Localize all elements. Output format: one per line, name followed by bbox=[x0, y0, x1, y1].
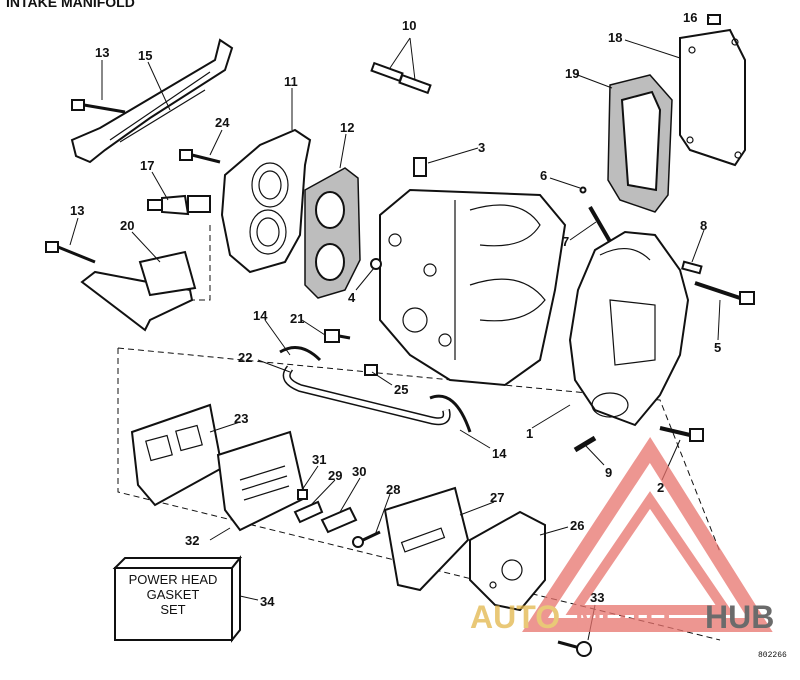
cylinder-head-11 bbox=[220, 128, 312, 274]
label-14b: 14 bbox=[492, 446, 507, 461]
label-23: 23 bbox=[234, 411, 248, 426]
bolt-5 bbox=[694, 281, 755, 305]
label-32: 32 bbox=[185, 533, 199, 548]
plug-4 bbox=[370, 258, 382, 270]
screw-28 bbox=[352, 530, 381, 548]
reed-assembly-outline-top bbox=[117, 347, 721, 553]
label-19: 19 bbox=[565, 66, 579, 81]
check-ball-6 bbox=[579, 186, 587, 194]
label-30: 30 bbox=[352, 464, 366, 479]
label-9: 9 bbox=[605, 465, 612, 480]
exhaust-cover-18 bbox=[679, 28, 746, 167]
label-28: 28 bbox=[386, 482, 400, 497]
pin-9 bbox=[573, 435, 597, 453]
cylinder-block-3 bbox=[379, 188, 567, 387]
label-29: 29 bbox=[328, 468, 342, 483]
screw-16 bbox=[707, 14, 721, 25]
label-17: 17 bbox=[140, 158, 154, 173]
label-7: 7 bbox=[562, 234, 569, 249]
label-33: 33 bbox=[590, 590, 604, 605]
label-27: 27 bbox=[490, 490, 504, 505]
gasket-23 bbox=[130, 403, 224, 507]
pin-8 bbox=[681, 260, 703, 275]
label-18: 18 bbox=[608, 30, 622, 45]
nut-31 bbox=[297, 489, 308, 500]
reed-30 bbox=[320, 506, 358, 534]
exhaust-gasket-19 bbox=[607, 74, 673, 213]
lifting-bracket-15 bbox=[70, 38, 234, 164]
spark-plug-17 bbox=[147, 194, 211, 216]
label-2: 2 bbox=[657, 480, 664, 495]
label-21: 21 bbox=[290, 311, 304, 326]
bolt-2 bbox=[659, 426, 704, 442]
gasket-label-line3: SET bbox=[160, 602, 185, 617]
watermark-moto: MOTO bbox=[575, 599, 670, 635]
label-6: 6 bbox=[540, 168, 547, 183]
clamp-14-lower bbox=[429, 394, 472, 433]
part-labels: 13 15 11 12 10 3 24 17 13 20 4 16 18 19 … bbox=[70, 10, 721, 609]
label-5: 5 bbox=[714, 340, 721, 355]
gasket-set-box-34: POWER HEAD GASKET SET bbox=[112, 555, 243, 643]
label-26: 26 bbox=[570, 518, 584, 533]
head-gasket-12 bbox=[304, 167, 361, 299]
pins-10 bbox=[370, 61, 432, 95]
crankcase-1 bbox=[568, 230, 690, 427]
bolt-13-upper bbox=[71, 99, 126, 114]
gasket-label-line2: GASKET bbox=[147, 587, 200, 602]
label-34: 34 bbox=[260, 594, 275, 609]
watermark-logo: AUTO MOTO HUB bbox=[470, 437, 774, 635]
gasket-label-line1: POWER HEAD bbox=[129, 572, 218, 587]
intake-cover-26 bbox=[469, 510, 546, 612]
dowel-pin-3 bbox=[413, 157, 427, 177]
label-11: 11 bbox=[284, 74, 298, 89]
label-10: 10 bbox=[402, 18, 416, 33]
label-13: 13 bbox=[95, 45, 109, 60]
drawing-code: 802266 bbox=[758, 651, 787, 660]
label-13b: 13 bbox=[70, 203, 84, 218]
label-31: 31 bbox=[312, 452, 326, 467]
clamp-14-upper bbox=[279, 346, 322, 362]
pin-7 bbox=[588, 205, 614, 247]
label-12: 12 bbox=[340, 120, 354, 135]
reed-stop-29 bbox=[293, 500, 324, 524]
screw-33 bbox=[557, 640, 592, 657]
leader-lines bbox=[69, 17, 721, 641]
label-14: 14 bbox=[253, 308, 268, 323]
label-4: 4 bbox=[348, 290, 356, 305]
label-25: 25 bbox=[394, 382, 408, 397]
screw-25 bbox=[364, 364, 378, 376]
label-22: 22 bbox=[238, 350, 252, 365]
screw-24 bbox=[179, 149, 221, 164]
bolt-13-lower bbox=[45, 241, 96, 264]
label-8: 8 bbox=[700, 218, 707, 233]
bracket-20 bbox=[80, 250, 197, 332]
fitting-21 bbox=[324, 329, 351, 343]
intake-gasket-27 bbox=[383, 486, 470, 592]
label-16: 16 bbox=[683, 10, 697, 25]
reed-plate-32 bbox=[216, 430, 307, 532]
label-1: 1 bbox=[526, 426, 533, 441]
label-24: 24 bbox=[215, 115, 230, 130]
label-3: 3 bbox=[478, 140, 485, 155]
header-text: INTAKE MANIFOLD bbox=[6, 0, 135, 10]
watermark-hub: HUB bbox=[705, 599, 774, 635]
bracket-outline bbox=[190, 225, 211, 301]
reed-assembly-outline bbox=[117, 348, 721, 641]
label-20: 20 bbox=[120, 218, 134, 233]
label-15: 15 bbox=[138, 48, 152, 63]
watermark-auto: AUTO bbox=[470, 599, 560, 635]
